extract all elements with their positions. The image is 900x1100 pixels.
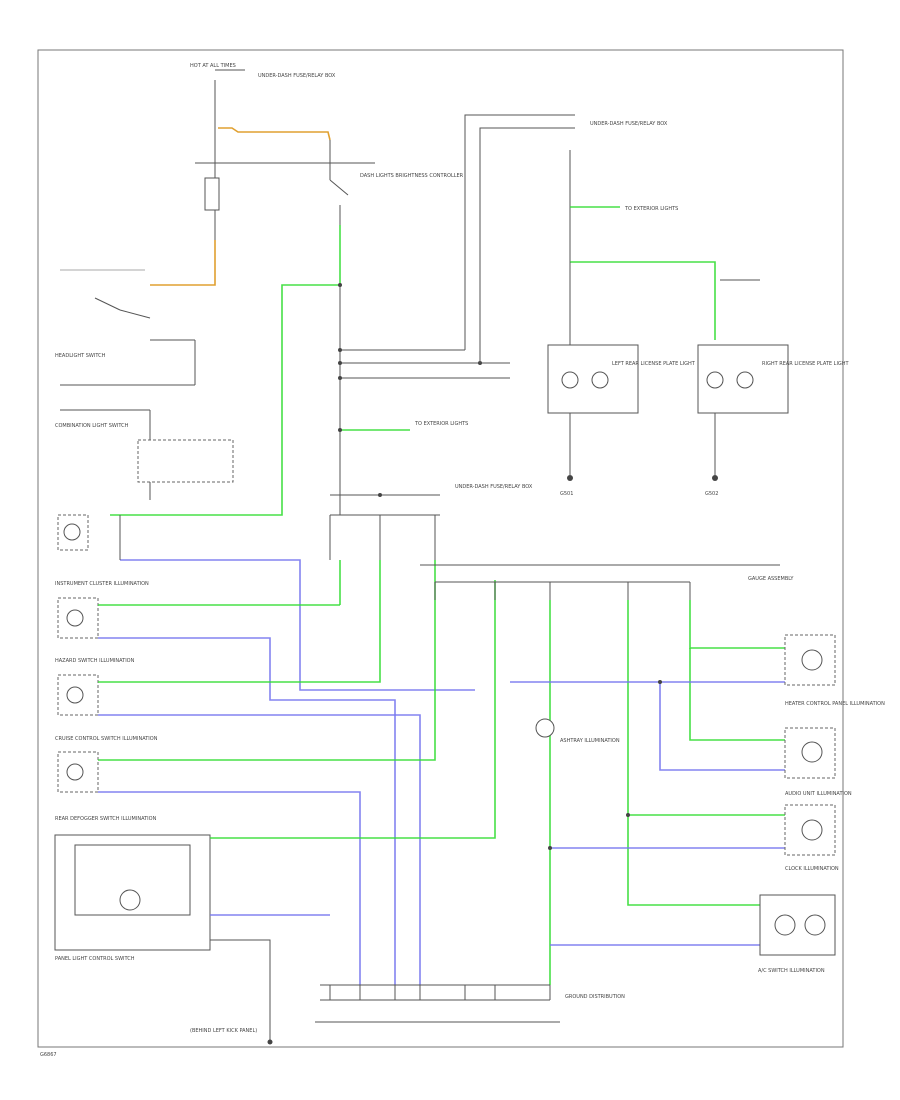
right-rear-label: RIGHT REAR LICENSE PLATE LIGHT (762, 361, 850, 367)
junction-mid-label: UNDER-DASH FUSE/RELAY BOX (455, 484, 533, 490)
audio-label: AUDIO UNIT ILLUMINATION (785, 791, 852, 797)
fuse-label: HOT AT ALL TIMES (190, 63, 236, 69)
ac-switch-label: A/C SWITCH ILLUMINATION (758, 968, 825, 974)
ashtray-label: ASHTRAY ILLUMINATION (560, 738, 620, 744)
left-rear-label: LEFT REAR LICENSE PLATE LIGHT (612, 361, 696, 367)
right-illumination (420, 564, 836, 985)
panel-lights-label: PANEL LIGHT CONTROL SWITCH (55, 956, 135, 962)
gauge-assembly-label: GAUGE ASSEMBLY (748, 576, 794, 582)
trunk-lines (464, 114, 575, 363)
left-illumination (54, 514, 496, 1025)
ground-g1: G501 (560, 491, 573, 497)
clock-label: CLOCK ILLUMINATION (785, 866, 839, 872)
page-label: G6867 (40, 1052, 57, 1058)
central-bus (110, 225, 510, 605)
diagram-frame (37, 49, 844, 1048)
instrument-cluster-label: INSTRUMENT CLUSTER ILLUMINATION (55, 581, 149, 587)
headlight-switch-label: HEADLIGHT SWITCH (55, 353, 106, 359)
heater-ctrl-label: HEATER CONTROL PANEL ILLUMINATION (785, 701, 885, 707)
combination-switch (60, 409, 234, 500)
fuse-box-label: UNDER-DASH FUSE/RELAY BOX (258, 73, 336, 79)
to-exterior-2: TO EXTERIOR LIGHTS (624, 206, 678, 212)
ground-box-label: GROUND DISTRIBUTION (565, 994, 625, 1000)
headlight-switch (60, 297, 196, 386)
hazard-switch-label: HAZARD SWITCH ILLUMINATION (55, 658, 135, 664)
dimmer-relay-label: DASH LIGHTS BRIGHTNESS CONTROLLER (360, 173, 464, 179)
ground-g2: G502 (705, 491, 718, 497)
ground-distribution (267, 984, 560, 1045)
to-exterior-1: TO EXTERIOR LIGHTS (414, 421, 468, 427)
junction-top-label: UNDER-DASH FUSE/RELAY BOX (590, 121, 668, 127)
fuse-relay-box (60, 69, 375, 286)
rear-lights-feed (547, 150, 789, 481)
rear-defogger-label: REAR DEFOGGER SWITCH ILLUMINATION (55, 816, 157, 822)
combination-switch-label: COMBINATION LIGHT SWITCH (55, 423, 129, 429)
cruise-switch-label: CRUISE CONTROL SWITCH ILLUMINATION (55, 736, 158, 742)
ground-location-label: (BEHIND LEFT KICK PANEL) (190, 1028, 257, 1034)
